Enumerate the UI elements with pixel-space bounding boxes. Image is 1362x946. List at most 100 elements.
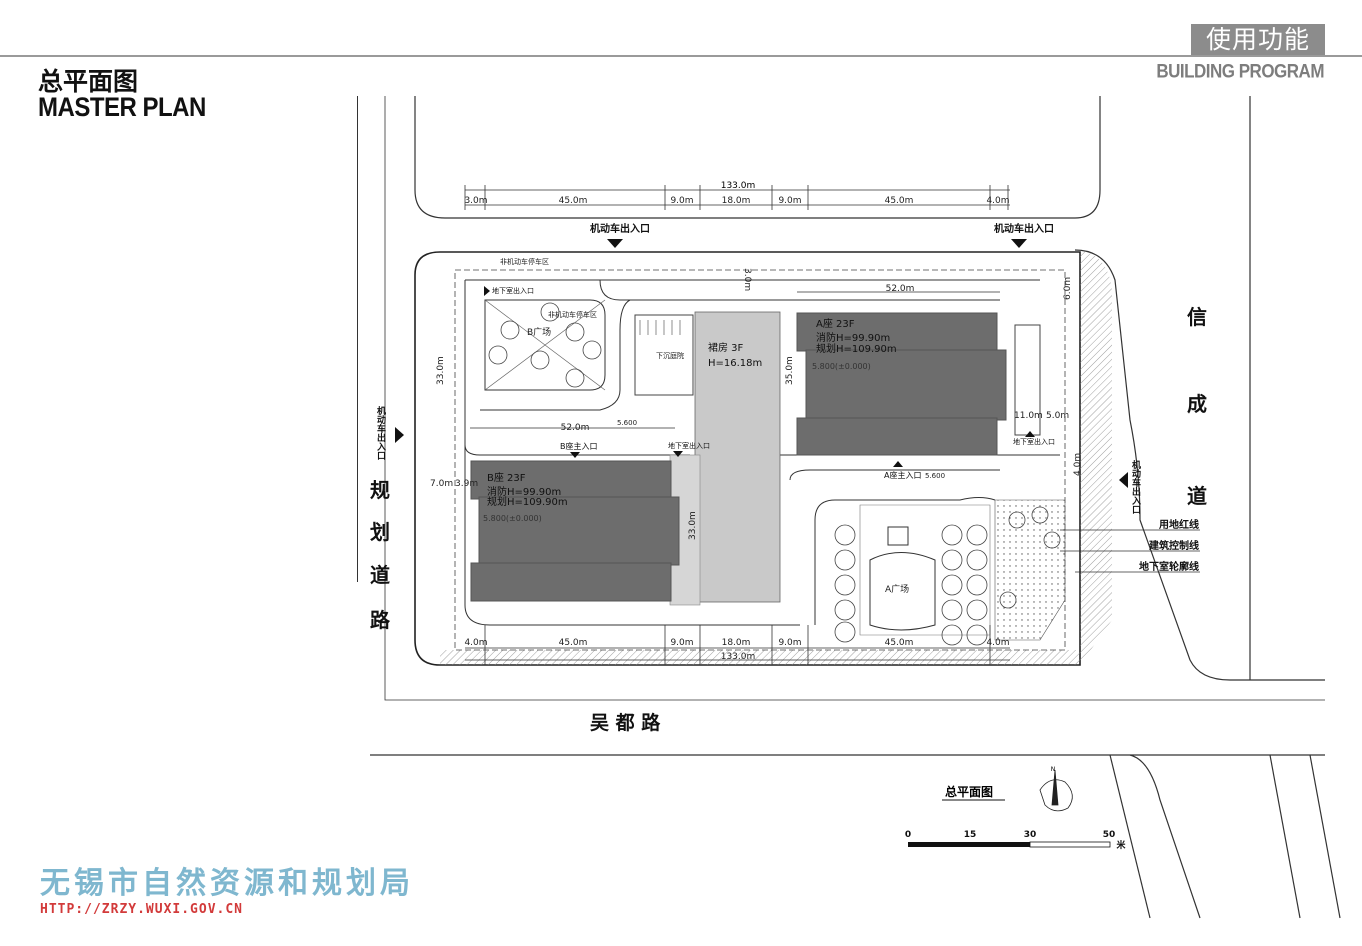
margin-rule <box>357 96 358 582</box>
internal-roads <box>464 279 1060 626</box>
tower-a-lower <box>796 417 998 456</box>
legend-basement-line: 地下室轮廓线 <box>1139 560 1199 573</box>
dim-7: 7.0m <box>430 479 453 489</box>
dim-35: 35.0m <box>785 356 795 385</box>
dim-top-3: 18.0m <box>722 196 751 206</box>
dim-top-0: 3.0m <box>464 196 487 206</box>
plaza-b-trees <box>488 302 602 388</box>
podium-3f <box>694 311 781 603</box>
section-subtitle: BUILDING PROGRAM <box>1156 60 1324 82</box>
entrance-a-main: A座主入口 <box>884 470 921 480</box>
tower-b-plan: 规划H=109.90m <box>487 495 568 508</box>
arrow-b-main <box>570 452 580 458</box>
dim-top-1: 45.0m <box>559 196 588 206</box>
entrance-b-main: B座主入口 <box>560 441 598 451</box>
tower-a-fire: 消防H=99.90m <box>816 331 890 344</box>
label-bike-top: 非机动车停车区 <box>500 257 549 266</box>
dim-3: 3.0m <box>742 268 752 291</box>
tower-a-upper <box>796 312 998 352</box>
plaza-a-center <box>869 552 936 631</box>
southern-hatch-band <box>440 650 1080 665</box>
plaza-b-outline <box>484 299 606 391</box>
dim-6: 6.0m <box>1063 277 1073 300</box>
arrow-vehicle-west <box>395 427 404 443</box>
north-arrow <box>1039 769 1073 812</box>
dimension-top <box>464 185 1010 210</box>
scale-tick-30: 30 <box>1024 830 1037 840</box>
arrow-vehicle-east <box>1119 472 1128 488</box>
dim-top-4: 9.0m <box>778 196 801 206</box>
dim-4: 4.0m <box>1073 453 1083 476</box>
label-ramp: 下沉庭院 <box>656 351 684 360</box>
tower-a <box>805 349 1007 421</box>
tower-b-name: B座 23F <box>487 471 526 484</box>
plaza-a-trees <box>834 524 988 646</box>
road-east-1: 成 <box>1187 392 1207 416</box>
scale-unit: 米 <box>1115 839 1126 851</box>
dim-total-top: 133.0m <box>721 181 756 191</box>
eastern-hatch-band <box>1080 250 1112 665</box>
landscape-dotted <box>994 499 1066 641</box>
road-south: 吴 都 路 <box>590 711 661 734</box>
watermark-org: 无锡市自然资源和规划局 <box>40 866 414 901</box>
dim-5: 5.0m <box>1046 411 1069 421</box>
road-west-0: 规 <box>370 478 390 502</box>
north-label: N <box>1051 766 1056 773</box>
road-west-1: 划 <box>370 520 390 544</box>
entrance-vehicle-top-left: 机动车出入口 <box>590 222 650 235</box>
watermark-url[interactable]: HTTP://ZRZY.WUXI.GOV.CN <box>40 902 244 917</box>
tower-a-name: A座 23F <box>816 317 855 330</box>
tower-a-level: 5.800(±0.000) <box>812 362 871 371</box>
tower-b-upper <box>470 460 672 500</box>
road-lines <box>370 96 1341 919</box>
page-title-cn: 总平面图 <box>38 67 139 96</box>
label-plaza-a: A广场 <box>885 583 909 595</box>
page-title-en: MASTER PLAN <box>38 93 206 123</box>
dim-bottom-6: 4.0m <box>986 638 1009 648</box>
road-east-2: 道 <box>1187 484 1207 508</box>
tower-a-plan: 规划H=109.90m <box>816 342 897 355</box>
dim-bottom-4: 9.0m <box>778 638 801 648</box>
legend-red-line: 用地红线 <box>1158 518 1199 531</box>
entrance-basement-1: 地下室出入口 <box>492 286 534 295</box>
dimension-bottom <box>465 625 1010 665</box>
entrance-basement-2: 地下室出入口 <box>668 441 710 450</box>
dim-bottom-1: 45.0m <box>559 638 588 648</box>
arrow-vehicle-top-right <box>1011 239 1027 248</box>
label-plaza-b: B广场 <box>527 326 551 338</box>
dim-11: 11.0m <box>1014 411 1043 421</box>
tower-b <box>478 496 680 566</box>
entrance-basement-3: 地下室出入口 <box>1013 437 1055 446</box>
dim-top-6: 4.0m <box>986 196 1009 206</box>
scale-bar <box>908 841 1111 848</box>
site-boundary <box>414 251 1081 666</box>
tower-b-lower <box>470 562 672 602</box>
header-rule <box>0 55 1362 57</box>
ramp-structure <box>634 314 694 396</box>
arrow-vehicle-top-left <box>607 239 623 248</box>
legend-building-line: 建筑控制线 <box>1148 539 1199 552</box>
dim-33a: 33.0m <box>436 356 446 385</box>
dim-b-width: 52.0m <box>561 423 590 433</box>
podium-height: H=16.18m <box>708 358 762 369</box>
tower-b-level: 5.800(±0.000) <box>483 514 542 523</box>
dim-3-9: 3.9m <box>455 479 478 489</box>
entrance-vehicle-east: 机动车出入口 <box>1130 459 1142 515</box>
plaza-a-outline <box>859 504 991 636</box>
dim-top-5: 45.0m <box>885 196 914 206</box>
scale-title: 总平面图 <box>945 784 993 799</box>
road-east-0: 信 <box>1187 305 1207 329</box>
dim-total-bottom: 133.0m <box>721 652 756 662</box>
podium-name: 裙房 3F <box>708 341 744 354</box>
road-west-3: 路 <box>370 608 391 632</box>
dim-bottom-5: 45.0m <box>885 638 914 648</box>
dim-bottom-2: 9.0m <box>670 638 693 648</box>
label-bike-b: 非机动车停车区 <box>548 310 597 319</box>
tower-b-fire: 消防H=99.90m <box>487 485 561 498</box>
dim-bottom-0: 4.0m <box>464 638 487 648</box>
section-badge: 使用功能 <box>1191 24 1325 55</box>
level-1: 5.600 <box>617 419 637 427</box>
level-2: 5.600 <box>925 472 945 480</box>
arrow-a-main <box>893 461 903 467</box>
